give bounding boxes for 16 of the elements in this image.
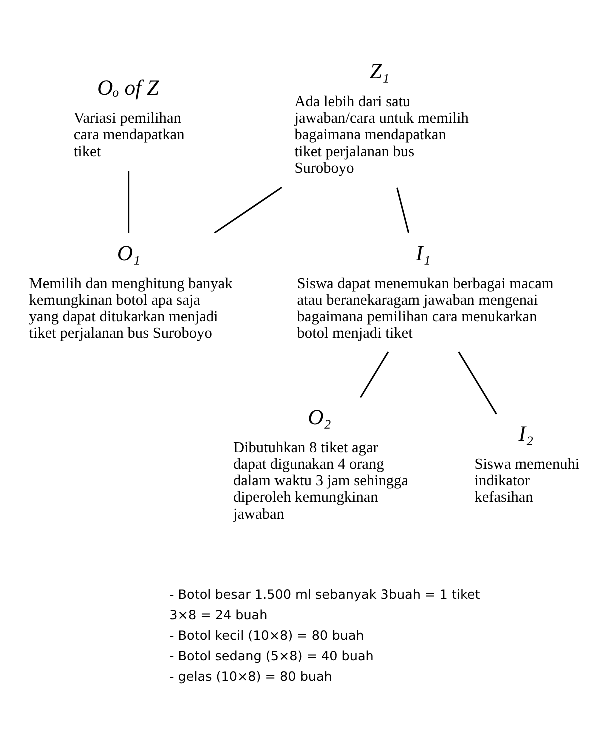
label: - Botol besar 1.500 ml sebanyak 3buah = 1 tiket <box>170 588 480 604</box>
label: - gelas (10×8) = 80 buah <box>170 670 332 685</box>
connector <box>458 352 498 415</box>
label: 3×8 = 24 buah <box>170 608 268 624</box>
connector <box>360 352 390 398</box>
node-text: I₂ Siswa memenuhi indikator kefasihan <box>474 422 580 506</box>
label: - Botol sedang (5×8) = 40 buah <box>170 649 374 664</box>
node-text: I₁ Siswa dapat menemukan berbagai macam atau beranekaragam jawaban mengenai bagaimana pemilihan cara menukarkan botol menjadi tiket <box>297 241 554 342</box>
node-text: O₂ Dibutuhkan 8 tiket agar dapat digunakan 4 orang dalam waktu 3 jam sehingga diperoleh kemungkinan jawaban <box>233 405 409 523</box>
node-text: Z₁ Ada lebih dari satu jawaban/cara untuk memilih bagaimana mendapatkan tiket perjalanan bus Suroboyo <box>294 59 469 177</box>
connector <box>396 188 410 234</box>
connector <box>214 187 282 234</box>
connector <box>128 171 130 234</box>
node-text: Oₒ of Z Variasi pemilihan cara mendapatkan tiket <box>74 76 185 160</box>
node-text: O₁ Memilih dan menghitung banyak kemungkinan botol apa saja yang dapat ditukarkan menjadi tiket perjalanan bus Suroboyo <box>29 241 233 342</box>
label: - Botol kecil (10×8) = 80 buah <box>170 628 364 644</box>
